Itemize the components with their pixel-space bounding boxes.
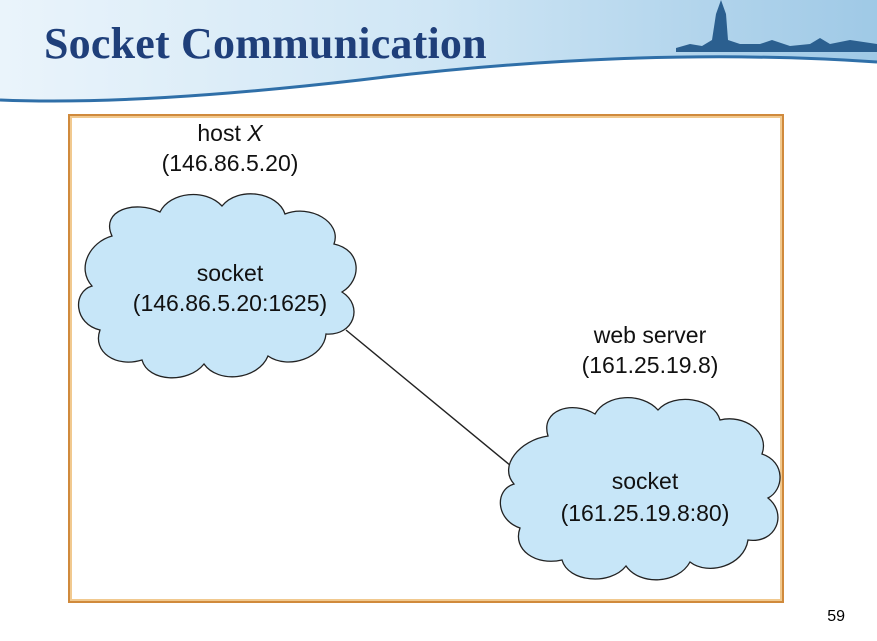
host-name-variable: X [247,120,263,146]
host-socket-address: (146.86.5.20:1625) [132,290,328,316]
server-socket-label: socket [611,468,679,494]
town-skyline-icon [676,0,877,52]
host-socket-label: socket [196,260,264,286]
page-number: 59 [827,608,845,625]
diagram-frame [68,114,784,603]
host-name-prefix: host [197,120,241,146]
host-ip-label: (146.86.5.20) [161,150,299,176]
host-cloud [77,193,357,379]
slide-title: Socket Communication [44,19,487,68]
server-cloud [499,397,781,581]
connection-line [345,329,529,481]
header-banner [0,0,877,110]
host-name-label: host X [170,118,290,148]
server-socket-address: (161.25.19.8:80) [560,500,730,526]
server-ip-label: (161.25.19.8) [581,352,719,378]
server-name-label: web server [593,322,707,348]
